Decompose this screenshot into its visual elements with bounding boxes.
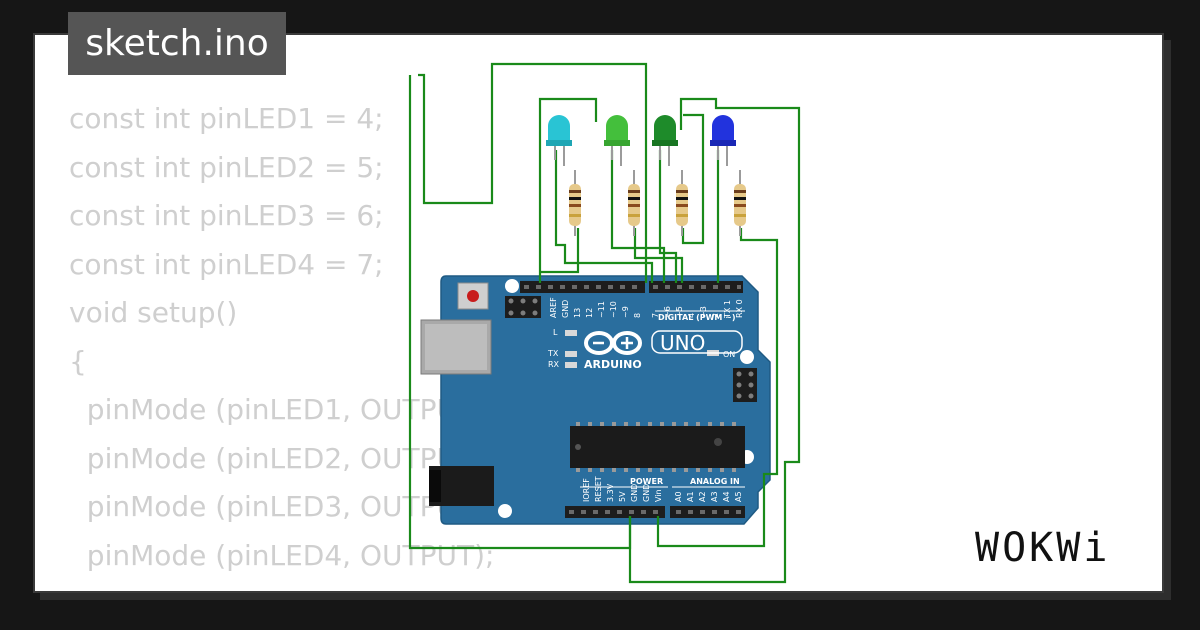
resistor-2[interactable] xyxy=(628,170,640,236)
led-3[interactable] xyxy=(652,115,678,166)
code-line: pinMode (pinLED4, OUTPUT); xyxy=(69,538,495,572)
icsp-header-top xyxy=(505,296,541,318)
pin-label: ~9 xyxy=(621,306,630,318)
wire-res4 xyxy=(656,228,779,548)
code-line: const int pinLED2 = 5; xyxy=(69,150,384,184)
led-1-body xyxy=(548,115,570,146)
pin-label: 2 xyxy=(711,313,720,318)
leds xyxy=(546,115,736,166)
pin-label: A5 xyxy=(734,491,743,502)
pin-label: 4 xyxy=(687,313,696,318)
pin-label: 5V xyxy=(618,491,627,502)
wire-res1 xyxy=(540,228,580,274)
code-line: } xyxy=(69,587,87,591)
wire-led2-anode xyxy=(538,97,598,283)
on-led-label: ON xyxy=(723,350,735,359)
wire-gnd-led xyxy=(418,62,648,283)
pin-label: RESET xyxy=(594,476,603,502)
digital-header-low xyxy=(649,281,743,293)
led-2[interactable] xyxy=(604,115,630,166)
reset-button[interactable] xyxy=(457,282,489,310)
resistors xyxy=(569,170,746,236)
pin-label: 3.3V xyxy=(606,483,615,502)
code-line: const int pinLED1 = 4; xyxy=(69,102,384,135)
tx-led-label: TX xyxy=(547,349,559,358)
resistor-3[interactable] xyxy=(676,170,688,236)
arduino-logo-icon xyxy=(584,331,642,355)
power-label: POWER xyxy=(630,477,663,486)
wires xyxy=(408,62,801,584)
pin-label: ~3 xyxy=(699,306,708,318)
pin-label: RX 0 xyxy=(735,299,744,318)
pin-label: 7 xyxy=(651,313,660,318)
code-line: void setup() xyxy=(69,296,238,329)
wire-led3-pin xyxy=(658,150,678,283)
wire-led2-pin xyxy=(610,150,666,283)
pin-label: A4 xyxy=(722,491,731,502)
mounting-hole xyxy=(740,350,754,364)
rx-led-label: RX xyxy=(548,360,560,369)
pin-label: 12 xyxy=(585,308,594,318)
code-line: const int pinLED4 = 7; xyxy=(69,247,384,281)
pin-label: TX 1 xyxy=(723,300,732,319)
file-title: sketch.ino xyxy=(68,12,286,75)
led-3-body xyxy=(654,115,676,146)
pin-label: 13 xyxy=(573,308,582,318)
tx-led xyxy=(565,351,577,357)
pin-label: A2 xyxy=(698,491,707,502)
led-2-body xyxy=(606,115,628,146)
pin-label: Vin xyxy=(654,489,663,502)
led-1[interactable] xyxy=(546,115,572,166)
pin-label: 8 xyxy=(633,313,642,318)
wokwi-logo: WOKWi xyxy=(975,525,1111,571)
wire-gnd-right xyxy=(628,97,801,584)
board-brand: ARDUINO xyxy=(584,358,642,371)
wire-res3 xyxy=(681,113,705,245)
pin-label: ~10 xyxy=(609,301,618,318)
pin-label: ~11 xyxy=(597,301,606,318)
led-4-body xyxy=(712,115,734,146)
pin-label: GND xyxy=(642,484,651,502)
pin-label: IOREF xyxy=(582,478,591,502)
top-pin-labels: AREF GND 13 12 ~11 ~10 ~9 8 7 ~6 ~5 4 ~3… xyxy=(549,297,744,319)
analog-pin-labels: A0 A1 A2 A3 A4 A5 xyxy=(674,491,743,502)
arduino-board: AREF GND 13 12 ~11 ~10 ~9 8 7 ~6 ~5 4 ~3… xyxy=(420,275,771,525)
rx-led xyxy=(565,362,577,368)
pin-label: GND xyxy=(630,484,639,502)
l-led-label: L xyxy=(553,328,558,337)
resistor-1[interactable] xyxy=(569,170,581,236)
power-pin-labels: IOREF RESET 3.3V 5V GND GND Vin xyxy=(582,476,663,502)
led-4[interactable] xyxy=(710,115,736,166)
code-line: const int pinLED3 = 6; xyxy=(69,199,384,232)
pin-label: ~5 xyxy=(675,306,684,318)
board-model: UNO xyxy=(660,331,705,355)
code-line: { xyxy=(69,344,87,378)
pin-label: A1 xyxy=(686,491,695,502)
pin-label: ~6 xyxy=(663,306,672,318)
analog-label: ANALOG IN xyxy=(690,477,740,486)
power-header xyxy=(565,506,665,518)
wire-res2 xyxy=(633,228,684,283)
atmega-chip xyxy=(570,426,745,468)
digital-label: DIGITAL (PWM ~) xyxy=(658,313,736,322)
resistor-4[interactable] xyxy=(734,170,746,236)
pin-label: A3 xyxy=(710,491,719,502)
mounting-hole xyxy=(505,279,519,293)
analog-header xyxy=(670,506,745,518)
pin-label: GND xyxy=(561,300,570,318)
code-preview: const int pinLED1 = 4; const int pinLED2… xyxy=(69,95,495,591)
pin-label: A0 xyxy=(674,491,683,502)
pin-label: AREF xyxy=(549,297,558,318)
l-led xyxy=(565,330,577,336)
digital-header-high xyxy=(520,281,645,293)
mounting-hole xyxy=(498,504,512,518)
wire-led1-pin xyxy=(554,150,654,283)
